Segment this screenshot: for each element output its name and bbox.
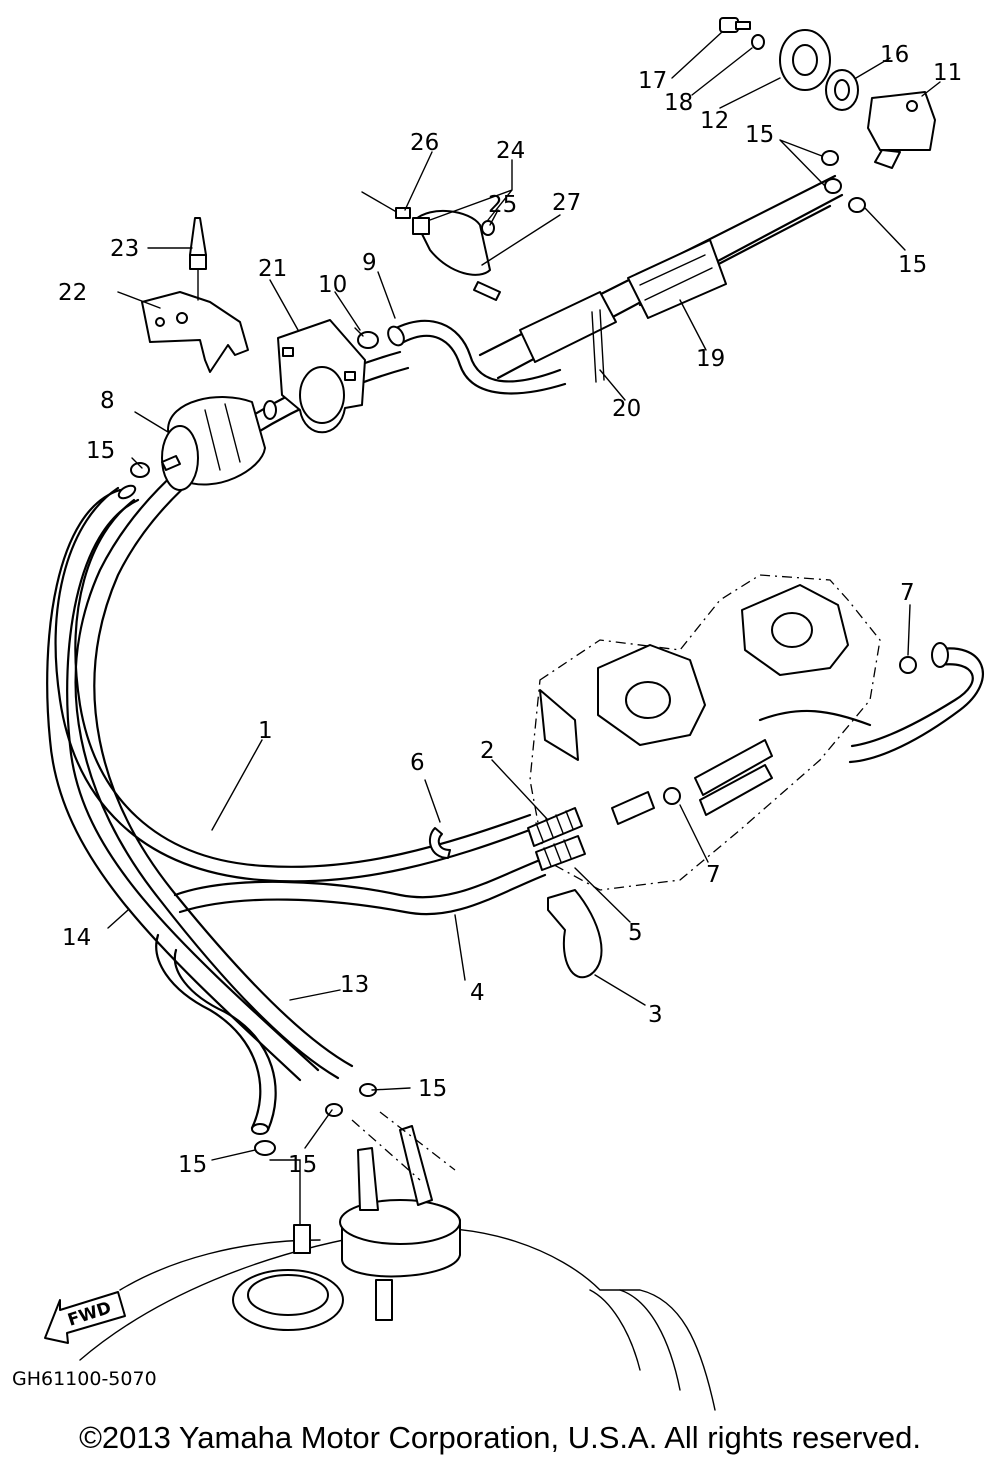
clip-6 [428,827,451,859]
clamp-3 [547,889,603,979]
pin-23 [189,217,207,301]
band-20 [591,309,605,383]
callout-15a: 15 [86,438,115,464]
seal-16 [825,69,859,111]
spiral-5 [535,835,586,871]
callout-7a: 7 [706,862,721,888]
callout-13: 13 [340,972,369,998]
clamp-10 [354,327,379,349]
callout-26: 26 [410,130,439,156]
callout-16: 16 [880,42,909,68]
hose-short-u [155,933,277,1135]
clip-24 [361,191,501,301]
screw-17 [719,17,751,33]
plate-22 [141,291,249,373]
hose-1 [54,486,537,883]
callout-18: 18 [664,90,693,116]
callout-24: 24 [496,138,525,164]
callout-9: 9 [362,250,377,276]
callout-6: 6 [410,750,425,776]
callout-14: 14 [62,925,91,951]
fuel-filter-8 [161,396,277,491]
callout-labels: 1 2 3 4 5 6 7 7 8 9 10 11 12 13 14 15 15… [58,42,962,1178]
hose-bundle-19 [478,174,844,380]
diagram-drawing: FWD 1 2 [12,17,984,1411]
callout-15b: 15 [745,122,774,148]
callout-25: 25 [488,192,517,218]
callout-12: 12 [700,108,729,134]
callout-19: 19 [696,346,725,372]
callout-23: 23 [110,236,139,262]
callout-11: 11 [933,60,962,86]
callout-21: 21 [258,256,287,282]
hose-right-7 [758,642,984,764]
callout-8: 8 [100,388,115,414]
spiral-2 [527,791,655,847]
hose-4 [173,858,547,916]
callout-5: 5 [628,920,643,946]
washer-18 [751,34,765,50]
fuel-tank [79,1111,716,1411]
callout-4: 4 [470,980,485,1006]
fuel-valve-11 [867,91,936,169]
callout-17: 17 [638,68,667,94]
callout-1: 1 [258,718,273,744]
copyright-notice: ©2013 Yamaha Motor Corporation, U.S.A. A… [79,1420,921,1455]
callout-7b: 7 [900,580,915,606]
clamps-7 [663,656,917,805]
bracket-21 [277,319,366,434]
callout-15f: 15 [178,1152,207,1178]
hose-14 [46,484,320,1082]
knob-12 [779,29,831,91]
callout-3: 3 [648,1002,663,1028]
callout-22: 22 [58,280,87,306]
callout-15e: 15 [288,1152,317,1178]
callout-27: 27 [552,190,581,216]
leader-lines [107,31,941,1161]
diagram-code: GH61100-5070 [12,1368,157,1390]
callout-10: 10 [318,272,347,298]
callout-15d: 15 [418,1076,447,1102]
carburetor-assembly [529,574,881,891]
callout-20: 20 [612,396,641,422]
hose-9 [387,319,567,395]
callout-15c: 15 [898,252,927,278]
callout-2: 2 [480,738,495,764]
